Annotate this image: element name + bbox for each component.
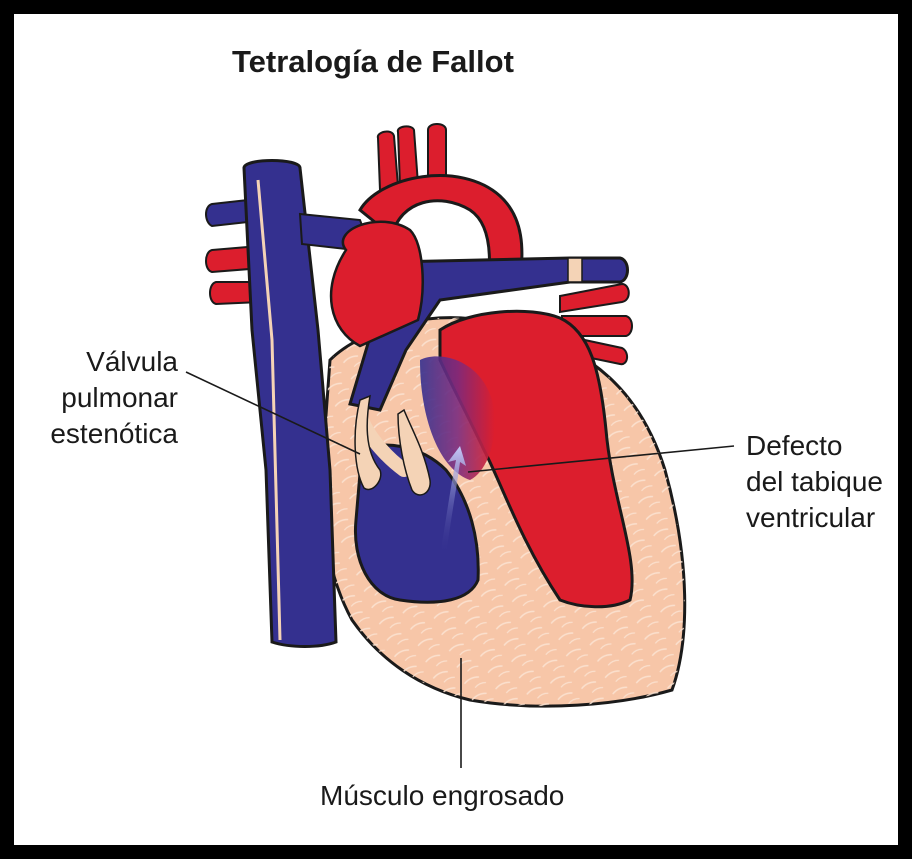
label-ventricular-septal-defect: Defecto del tabique ventricular — [746, 428, 883, 536]
label-stenotic-pulmonary-valve: Válvula pulmonar estenótica — [50, 344, 178, 452]
label-valve-line-3: estenótica — [50, 416, 178, 452]
label-defect-line-2: del tabique — [746, 464, 883, 500]
label-defect-line-3: ventricular — [746, 500, 883, 536]
label-valve-line-1: Válvula — [50, 344, 178, 380]
label-valve-line-2: pulmonar — [50, 380, 178, 416]
label-thickened-muscle: Músculo engrosado — [320, 778, 564, 814]
label-defect-line-1: Defecto — [746, 428, 883, 464]
